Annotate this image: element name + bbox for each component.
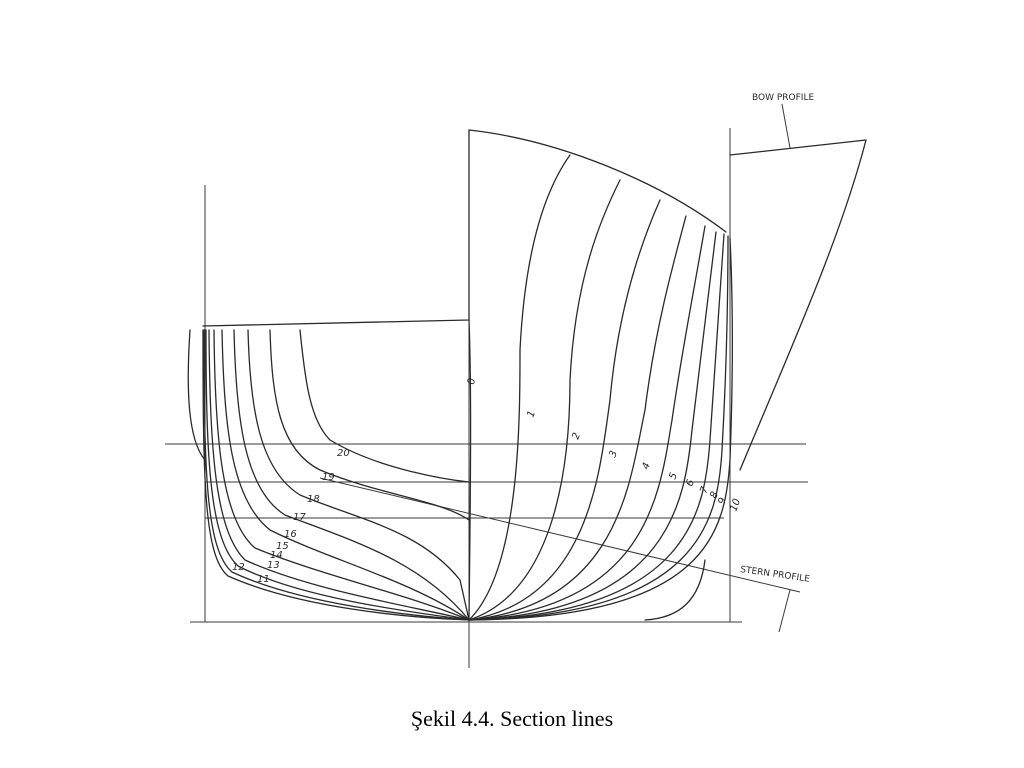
station-label-8: 8 — [708, 490, 721, 500]
figure-caption: Şekil 4.4. Section lines — [410, 706, 614, 731]
station-label-19: 19 — [322, 472, 335, 483]
aft-sections — [202, 329, 470, 621]
section-0 — [468, 319, 472, 621]
station-label-6: 6 — [684, 478, 697, 488]
section-1 — [468, 154, 571, 621]
station-label-3: 3 — [607, 449, 620, 459]
section-6 — [468, 231, 717, 621]
section-14 — [208, 329, 470, 621]
section-2 — [468, 179, 621, 621]
station-label-11: 11 — [257, 574, 270, 585]
section-18 — [247, 329, 470, 621]
station-label-7: 7 — [698, 485, 711, 495]
section-8 — [468, 235, 729, 621]
section-11 — [202, 329, 470, 621]
section-17 — [233, 329, 470, 621]
section-7 — [468, 233, 725, 621]
bow-profile-line — [729, 139, 867, 471]
section-9 — [468, 237, 733, 621]
station-label-13: 13 — [267, 560, 280, 571]
sheer-fwd — [468, 129, 727, 233]
section-12 — [203, 329, 470, 621]
section-5 — [468, 225, 706, 621]
station-label-12: 12 — [232, 562, 245, 573]
station-label-18: 18 — [307, 494, 320, 505]
station-label-0: 0 — [466, 377, 478, 385]
stern-profile: STERN PROFILE — [644, 559, 811, 633]
station-labels: 0 1 2 3 4 5 6 7 8 9 10 20 19 18 17 16 15… — [232, 377, 743, 585]
section-16 — [221, 329, 470, 621]
station-label-4: 4 — [640, 461, 653, 471]
body-plan-drawing: BOW PROFILE STERN PROFILE 0 1 2 3 4 5 6 … — [165, 93, 867, 668]
section-3 — [468, 199, 661, 621]
section-13 — [205, 329, 470, 621]
reference-lines — [165, 128, 808, 668]
station-label-17: 17 — [293, 512, 306, 523]
section-20 — [299, 329, 470, 483]
sheer-aft — [202, 129, 470, 327]
station-label-15: 15 — [276, 541, 289, 552]
stern-profile-line — [644, 559, 706, 621]
station-label-14: 14 — [270, 550, 283, 561]
section-4 — [468, 215, 687, 621]
stern-profile-label: STERN PROFILE — [740, 565, 811, 585]
station-label-16: 16 — [284, 529, 297, 540]
bow-profile: BOW PROFILE — [729, 93, 867, 471]
diagonal-line — [319, 477, 801, 593]
transom-edge — [187, 329, 206, 461]
station-label-2: 2 — [570, 431, 583, 441]
section-19 — [269, 329, 470, 521]
station-label-20: 20 — [337, 448, 350, 459]
stern-profile-leader — [778, 589, 791, 633]
station-label-1: 1 — [525, 409, 538, 419]
bow-profile-leader — [781, 103, 791, 149]
station-label-10: 10 — [728, 497, 743, 513]
station-label-5: 5 — [667, 471, 680, 481]
station-label-9: 9 — [716, 496, 729, 506]
bow-profile-label: BOW PROFILE — [752, 93, 814, 103]
section-15 — [213, 329, 470, 621]
fore-sections — [468, 154, 733, 621]
